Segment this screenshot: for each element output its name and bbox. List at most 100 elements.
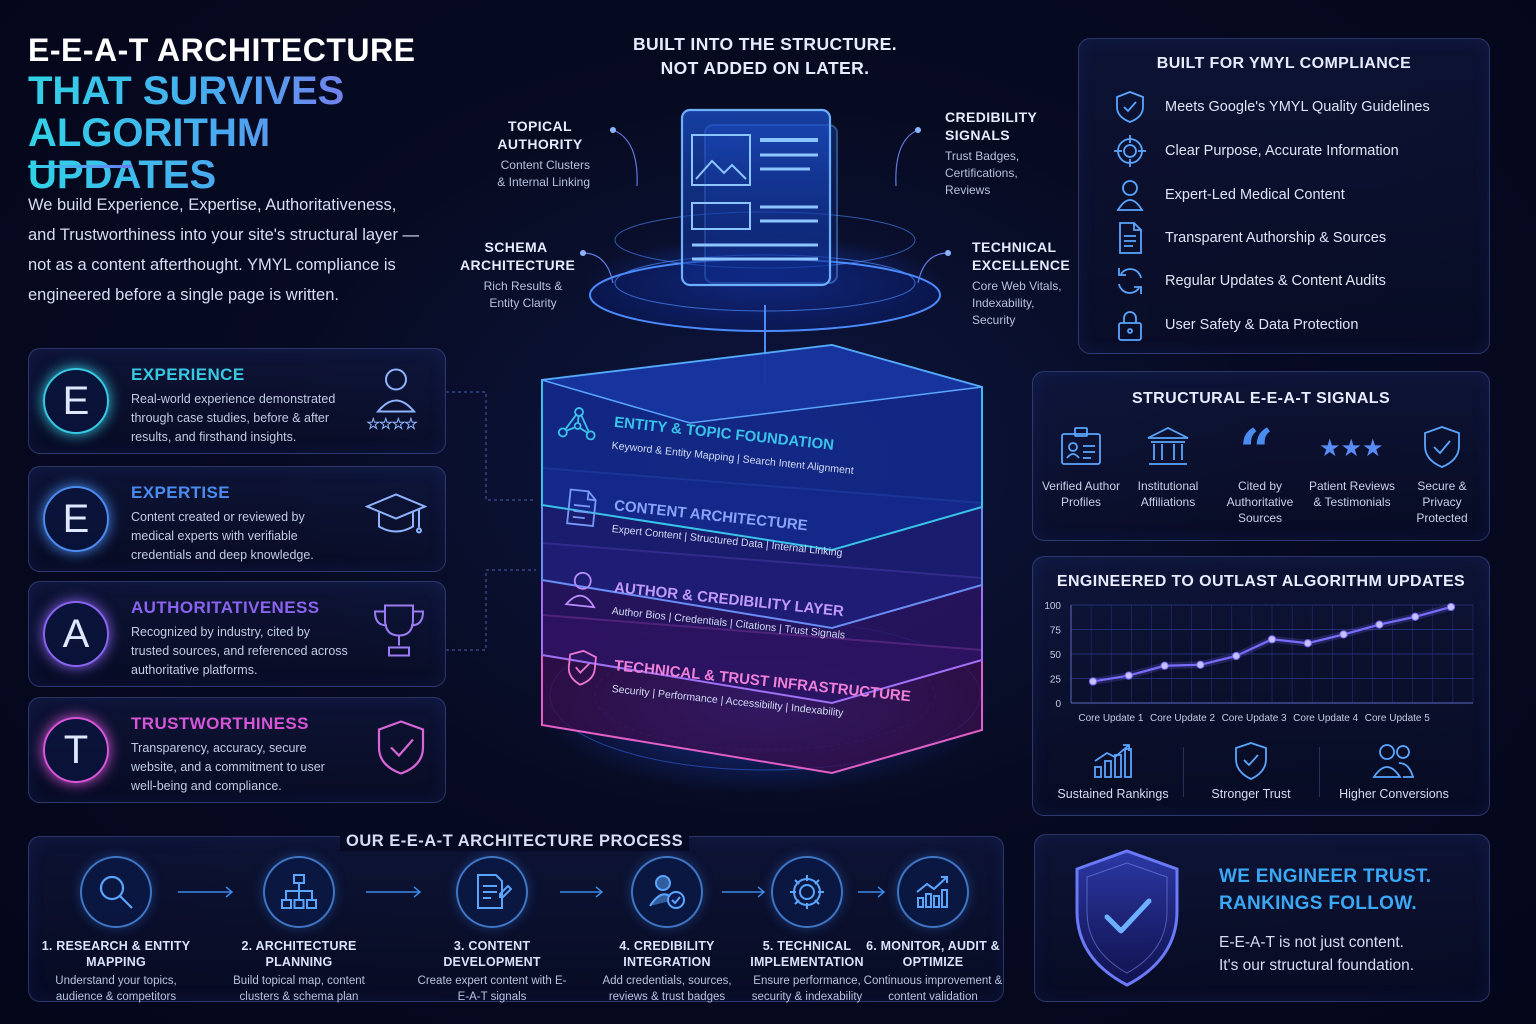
trust-headline: WE ENGINEER TRUST. RANKINGS FOLLOW. bbox=[1219, 866, 1432, 914]
eeat-desc: Transparency, accuracy, secure website, … bbox=[131, 741, 325, 793]
growth-chart-icon bbox=[916, 876, 948, 908]
eeat-desc: Content created or reviewed by medical e… bbox=[131, 510, 314, 562]
user-icon bbox=[1116, 180, 1144, 211]
label-technical-excellence: TECHNICAL EXCELLENCE Core Web Vitals, In… bbox=[972, 239, 1071, 327]
label-credibility-signals: CREDIBILITY SIGNALS Trust Badges, Certif… bbox=[945, 109, 1038, 197]
page-subtitle: THAT SURVIVES ALGORITHM UPDATES bbox=[28, 70, 468, 196]
shield-check-icon bbox=[375, 718, 427, 783]
refresh-icon bbox=[1118, 268, 1142, 294]
data-point bbox=[1375, 620, 1384, 629]
graduation-cap-icon bbox=[364, 489, 428, 550]
outcome-item: Sustained Rankings bbox=[1053, 741, 1173, 801]
data-point bbox=[1232, 651, 1241, 661]
ymyl-item: Regular Updates & Content Audits bbox=[1113, 263, 1386, 299]
x-tick-label: Core Update 3 bbox=[1222, 713, 1287, 724]
label-connector bbox=[582, 252, 614, 284]
label-connector bbox=[612, 129, 638, 187]
tagline-line1: BUILT INTO THE STRUCTURE. bbox=[632, 34, 898, 54]
eeat-letter: E bbox=[43, 368, 109, 434]
data-point bbox=[1339, 630, 1348, 639]
gear-icon bbox=[790, 875, 824, 909]
data-point bbox=[1088, 677, 1098, 686]
signal-item: “ Cited by Authoritative Sources bbox=[1215, 424, 1305, 526]
eeat-letter: T bbox=[43, 717, 109, 783]
institution-icon bbox=[1147, 426, 1189, 465]
eeat-card-trustworthiness: T TRUSTWORTHINESS Transparency, accuracy… bbox=[28, 697, 446, 803]
data-point bbox=[1160, 661, 1169, 670]
shield-icon bbox=[567, 649, 597, 686]
ymyl-item: Expert-Led Medical Content bbox=[1113, 177, 1345, 213]
arrow-icon bbox=[722, 886, 766, 898]
bar-chart-icon bbox=[1094, 744, 1132, 778]
lock-icon bbox=[1118, 311, 1142, 341]
layer-2: CONTENT ARCHITECTURE Expert Content | St… bbox=[566, 486, 854, 559]
process-step: 2. ARCHITECTURE PLANNING Build topical m… bbox=[224, 856, 374, 1005]
layer-4: TECHNICAL & TRUST INFRASTRUCTURE Securit… bbox=[566, 646, 912, 719]
y-tick-label: 50 bbox=[1050, 650, 1062, 661]
data-point bbox=[1411, 612, 1420, 621]
connector-lines bbox=[446, 391, 536, 651]
ymyl-item: Clear Purpose, Accurate Information bbox=[1113, 133, 1399, 169]
id-card-icon bbox=[1061, 427, 1101, 465]
signal-item: Verified Author Profiles bbox=[1036, 424, 1126, 510]
layer-3: AUTHOR & CREDIBILITY LAYER Author Bios |… bbox=[564, 568, 854, 642]
ymyl-item: User Safety & Data Protection bbox=[1113, 307, 1358, 343]
magnifier-icon bbox=[99, 875, 133, 909]
x-tick-label: Core Update 1 bbox=[1078, 713, 1143, 724]
label-topical-authority: TOPICAL AUTHORITY Content Clusters & Int… bbox=[497, 118, 590, 189]
shield-check-icon bbox=[1424, 426, 1460, 468]
signal-item: ★★★ Patient Reviews & Testimonials bbox=[1307, 424, 1397, 510]
user-rating-icon: ★★★★ bbox=[365, 366, 427, 437]
edit-document-icon bbox=[477, 874, 512, 909]
stars-icon: ★★★ bbox=[1319, 434, 1384, 462]
outcome-item: Stronger Trust bbox=[1191, 741, 1311, 801]
signals-title: STRUCTURAL E-E-A-T SIGNALS bbox=[1131, 390, 1391, 407]
process-panel bbox=[28, 836, 1004, 1002]
divider bbox=[1319, 747, 1320, 797]
chart-title: ENGINEERED TO OUTLAST ALGORITHM UPDATES bbox=[1056, 573, 1466, 590]
stack-top bbox=[541, 344, 983, 424]
quote-icon: “ bbox=[1239, 424, 1274, 470]
shield-check-icon bbox=[1116, 91, 1144, 123]
label-connector bbox=[917, 252, 949, 284]
title-underline bbox=[28, 165, 132, 168]
data-point bbox=[1124, 671, 1133, 680]
data-point bbox=[1303, 639, 1312, 648]
arrow-icon bbox=[858, 886, 886, 898]
architecture-diagram bbox=[540, 108, 995, 795]
process-step: 3. CONTENT DEVELOPMENT Create expert con… bbox=[417, 856, 567, 1005]
signal-item: Institutional Affiliations bbox=[1123, 424, 1213, 510]
divider bbox=[1183, 747, 1184, 797]
x-tick-label: Core Update 2 bbox=[1150, 713, 1215, 724]
trophy-icon bbox=[371, 602, 427, 667]
ymyl-item: Transparent Authorship & Sources bbox=[1113, 220, 1386, 256]
document-icon bbox=[1119, 222, 1142, 254]
ymyl-panel: BUILT FOR YMYL COMPLIANCE Meets Google's… bbox=[1078, 38, 1490, 354]
process-title: OUR E-E-A-T ARCHITECTURE PROCESS bbox=[340, 832, 690, 851]
process-step: 6. MONITOR, AUDIT & OPTIMIZE Continuous … bbox=[858, 856, 1008, 1005]
image-placeholder bbox=[691, 134, 751, 186]
svg-text:★★★: ★★★ bbox=[1319, 434, 1384, 462]
arrow-icon bbox=[178, 886, 234, 898]
eeat-desc: Recognized by industry, cited by trusted… bbox=[131, 625, 348, 677]
shield-check-icon bbox=[1235, 742, 1267, 780]
outcome-item: Higher Conversions bbox=[1329, 741, 1459, 801]
x-tick-label: Core Update 5 bbox=[1365, 713, 1430, 724]
arrow-icon bbox=[366, 886, 422, 898]
process-step: 1. RESEARCH & ENTITY MAPPING Understand … bbox=[41, 856, 191, 1005]
y-tick-label: 75 bbox=[1050, 626, 1062, 637]
users-icon bbox=[1372, 744, 1415, 778]
data-point bbox=[1446, 602, 1456, 612]
layer-1: ENTITY & TOPIC FOUNDATION Keyword & Enti… bbox=[557, 402, 854, 477]
eeat-desc: Real-world experience demonstrated throu… bbox=[131, 392, 336, 444]
chart-panel: ENGINEERED TO OUTLAST ALGORITHM UPDATES … bbox=[1032, 556, 1490, 816]
trust-subtext: E-E-A-T is not just content. It's our st… bbox=[1219, 934, 1415, 974]
center-tagline: BUILT INTO THE STRUCTURE. NOT ADDED ON L… bbox=[540, 32, 990, 80]
eeat-letter: E bbox=[43, 486, 109, 552]
y-tick-label: 25 bbox=[1050, 675, 1062, 686]
svg-text:“: “ bbox=[1239, 424, 1274, 470]
y-tick-label: 0 bbox=[1055, 699, 1061, 710]
ymyl-title: BUILT FOR YMYL COMPLIANCE bbox=[1156, 55, 1412, 72]
eeat-card-experience: E EXPERIENCE Real-world experience demon… bbox=[28, 348, 446, 454]
